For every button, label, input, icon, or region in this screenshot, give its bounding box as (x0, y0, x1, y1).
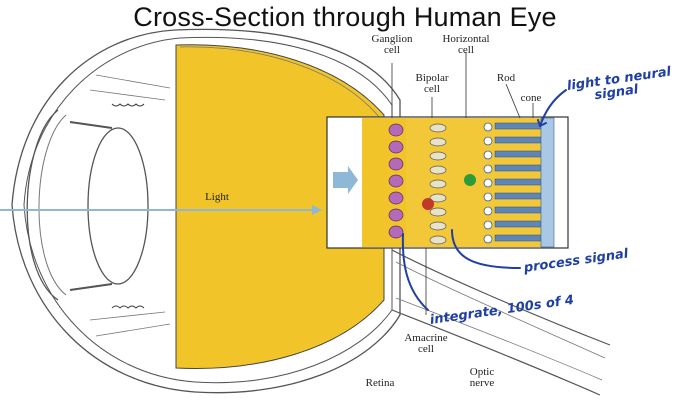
ganglion-label-line1: Ganglion (371, 33, 413, 45)
light-label: Light (205, 191, 229, 203)
amacrine-cell-red (422, 198, 434, 210)
optic-nerve-inner (395, 261, 606, 381)
amacrine-cell-label: Amacrine cell (401, 333, 451, 355)
bipolar-label-line2: cell (424, 83, 440, 95)
lens (87, 127, 149, 285)
retina-line (179, 46, 381, 119)
iris-top (69, 121, 113, 129)
suspensory-bottom (89, 311, 171, 337)
horizontal-cell-label: Horizontal cell (436, 34, 496, 56)
optic-nerve (391, 249, 611, 396)
ink-strokes (401, 89, 567, 311)
inset-light-arrow (333, 166, 358, 194)
optic-nerve-label: Optic nerve (464, 367, 500, 389)
rods-and-cones (494, 122, 542, 242)
bipolar-cell-label: Bipolar cell (412, 73, 452, 95)
diagram-title: Cross-Section through Human Eye (133, 2, 557, 32)
rod-label: Rod (496, 72, 516, 84)
horizontal-label-line2: cell (458, 44, 474, 56)
ganglion-cell-label: Ganglion cell (367, 34, 417, 56)
pigment-epithelium (540, 117, 555, 248)
ganglion-cells (388, 123, 404, 239)
horizontal-label-line1: Horizontal (442, 33, 490, 45)
light-ray-arrowhead (312, 205, 322, 215)
optic-label-line1: Optic (469, 366, 495, 378)
photoreceptor-nuclei (483, 122, 493, 244)
leader-lines (391, 52, 534, 315)
amacrine-label-line2: cell (418, 343, 434, 355)
ciliary-bottom (111, 305, 145, 309)
horizontal-cell-green (464, 174, 476, 186)
cornea (26, 109, 59, 301)
suspensory-top (89, 74, 171, 101)
amacrine-label-line1: Amacrine (404, 332, 448, 344)
cone-label: cone (520, 92, 542, 104)
cornea-inner (38, 114, 67, 296)
bipolar-cells (429, 123, 447, 245)
bipolar-label-line1: Bipolar (415, 72, 449, 84)
iris-bottom (69, 283, 113, 291)
ciliary-top (111, 103, 145, 107)
ganglion-label-line2: cell (384, 44, 400, 56)
retina-label: Retina (365, 377, 395, 389)
choroid-outline (23, 36, 393, 384)
optic-label-line2: nerve (469, 377, 495, 389)
